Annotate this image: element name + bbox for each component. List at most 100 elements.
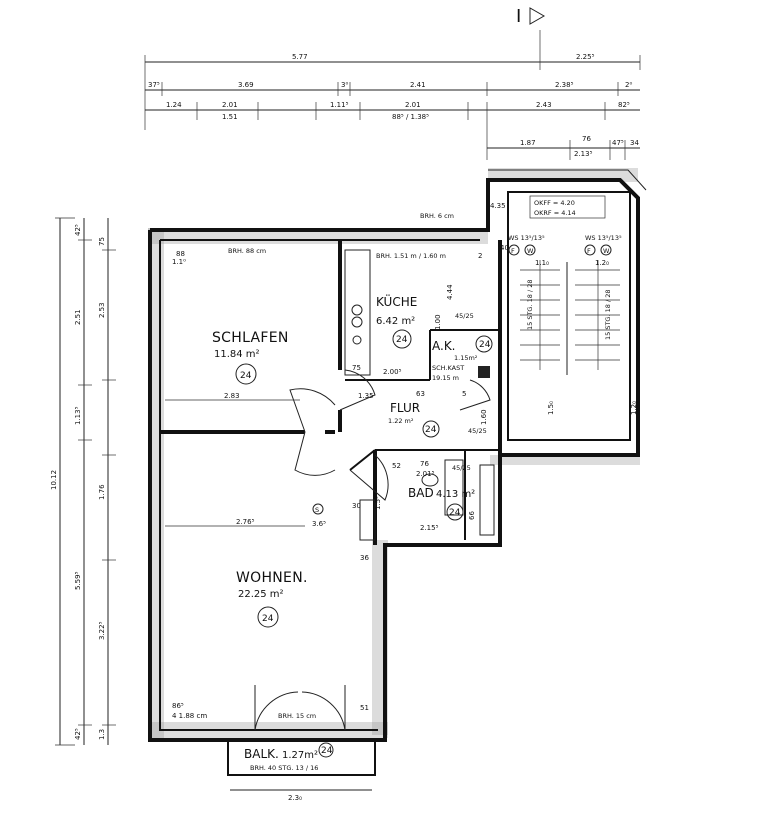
note-brh-top: BRH. 6 cm	[420, 212, 454, 220]
dim-top-30: 3⁰	[341, 81, 348, 89]
sink-icon	[352, 335, 362, 345]
dim-2005: 2.00⁵	[383, 368, 402, 376]
dim-top-2135: 2.13⁵	[574, 150, 593, 158]
stair-left-label: 15 STG. 18 / 28	[526, 280, 534, 330]
note-door-b: 45/25	[468, 427, 487, 435]
dim-66: 66	[468, 511, 476, 520]
dim-11: 1.1₀	[535, 259, 549, 267]
dim-160: 1.60	[480, 409, 488, 425]
dim-left-1012: 10.12	[50, 470, 58, 490]
room-bad-name: BAD	[408, 486, 434, 500]
room-balk-num: 24	[321, 746, 333, 756]
kitchen-counter	[344, 249, 371, 376]
dim-top-201b: 2.01	[405, 101, 421, 109]
dim-top-2255: 2.25⁵	[576, 53, 595, 61]
door-balkon-right	[301, 685, 346, 731]
room-balk-name: BALK.	[244, 747, 279, 761]
socket-s-icon	[312, 503, 324, 515]
dim-left-1135: 1.13⁵	[74, 406, 82, 425]
dim-435: 4.35	[490, 202, 506, 210]
room-bad-area: 4.13 m²	[436, 489, 475, 500]
dim-top-375: 37⁵	[148, 81, 160, 89]
dim-left-251: 2.51	[74, 309, 82, 325]
dim-30: 30	[352, 502, 361, 510]
dim-top-187: 1.87	[520, 139, 536, 147]
dim-left-425a: 42⁵	[74, 224, 82, 236]
meter-w-label: W	[527, 247, 534, 255]
dim-left-13: 1.3	[98, 729, 106, 740]
room-wohnen: WOHNEN. 22.25 m² 24	[236, 570, 308, 628]
bathtub-icon	[444, 459, 464, 516]
dim-left-5595: 5.59⁵	[74, 571, 82, 590]
note-okrf: OKRF = 4.14	[534, 209, 576, 217]
dim-top-2385: 2.38⁵	[555, 81, 574, 89]
top-dimensions: 5.77 2.25⁵ 37⁵ 3.69 3⁰ 2.41 2.38⁵ 2⁰ 1.2…	[144, 30, 641, 160]
room-bad: BAD 4.13 m² 24	[408, 486, 475, 521]
stove-burner-icon	[351, 316, 363, 328]
dim-63: 63	[416, 390, 425, 398]
room-schlafen-name: SCHLAFEN	[212, 330, 289, 346]
dim-top-201a: 2.01	[222, 101, 238, 109]
room-schlafen-badge	[235, 363, 257, 385]
door-schlafen	[289, 388, 336, 433]
room-wohnen-name: WOHNEN.	[236, 570, 308, 586]
inner-walls	[160, 191, 631, 545]
room-kueche-num: 24	[396, 335, 408, 345]
note-door-a: 45/25	[455, 312, 474, 320]
dim-top-151: 1.51	[222, 113, 238, 121]
dim-444: 4.44	[446, 284, 454, 300]
notes: BRH. 88 cm BRH. 1.51 m / 1.60 m BRH. 6 c…	[228, 195, 622, 720]
doors	[254, 369, 491, 731]
dim-153: 1.5³	[374, 496, 382, 510]
dim-top-34: 34	[630, 139, 639, 147]
meter-w-label-right: W	[603, 247, 610, 255]
north-marker: I	[516, 6, 546, 27]
dim-top-124: 1.24	[166, 101, 182, 109]
note-brh-wohnen: BRH. 15 cm	[278, 712, 316, 720]
dim-left-176: 1.76	[98, 484, 106, 500]
dim-100: 1.00	[434, 314, 442, 330]
room-balk-area: 1.27m²	[282, 750, 318, 761]
dim-left-425b: 42⁵	[74, 728, 82, 740]
dim-36: 36	[360, 554, 369, 562]
meter-w-icon	[600, 244, 612, 256]
room-kueche-badge	[392, 329, 412, 349]
dim-5: 5	[462, 390, 466, 398]
dim-2: 2	[478, 252, 482, 260]
staircase: 15 STG. 18 / 28 15 STG. 18 / 28	[520, 260, 620, 375]
meter-f-icon	[584, 244, 596, 256]
room-bad-num: 24	[449, 508, 461, 518]
dim-51: 51	[360, 704, 369, 712]
dim-215: 2.15⁵	[420, 524, 439, 532]
room-abk-num: 24	[479, 340, 491, 350]
misc-dimensions: 2.83 2.76⁵ 75 2.00⁵ 76 2.01⁵ 2.15⁵ 1.1₀ …	[165, 202, 638, 720]
dim-76: 76	[420, 460, 429, 468]
dim-40: 40	[500, 244, 509, 252]
dim-12b: 1.2₀	[630, 401, 638, 415]
dim-top-885: 88⁵ / 1.38⁵	[392, 113, 429, 121]
shower-tray	[359, 499, 376, 541]
dim-top-475: 47⁵	[612, 139, 624, 147]
meter-f-icon	[508, 244, 520, 256]
dim-top-76: 76	[582, 135, 591, 143]
note-ws-left: WS 13⁵/13⁵	[508, 234, 545, 242]
dim-2765: 2.76⁵	[236, 518, 255, 526]
north-arrow-icon	[529, 7, 546, 25]
room-flur: FLUR 1.22 m² 24	[388, 401, 440, 438]
dim-88: 88	[176, 250, 185, 258]
door-wohnen	[294, 431, 336, 476]
room-abk-badge	[475, 335, 493, 353]
room-wohnen-num: 24	[262, 614, 274, 624]
meter-f-label-right: F	[587, 247, 591, 255]
room-kueche-name: KÜCHE	[376, 293, 417, 309]
stove-burner-icon	[351, 304, 363, 316]
room-abk-area: 1.15m²	[454, 354, 478, 362]
door-balkon-left	[254, 685, 299, 731]
room-flur-area: 1.22 m²	[388, 417, 414, 425]
room-wohnen-badge	[257, 606, 279, 628]
dim-left-75: 75	[98, 237, 106, 246]
dim-12: 1.2₀	[595, 259, 609, 267]
note-schkast: SCH.KAST	[432, 364, 464, 372]
dim-365: 3.6⁵	[312, 520, 326, 528]
note-brh-kueche: BRH. 1.51 m / 1.60 m	[376, 252, 446, 260]
